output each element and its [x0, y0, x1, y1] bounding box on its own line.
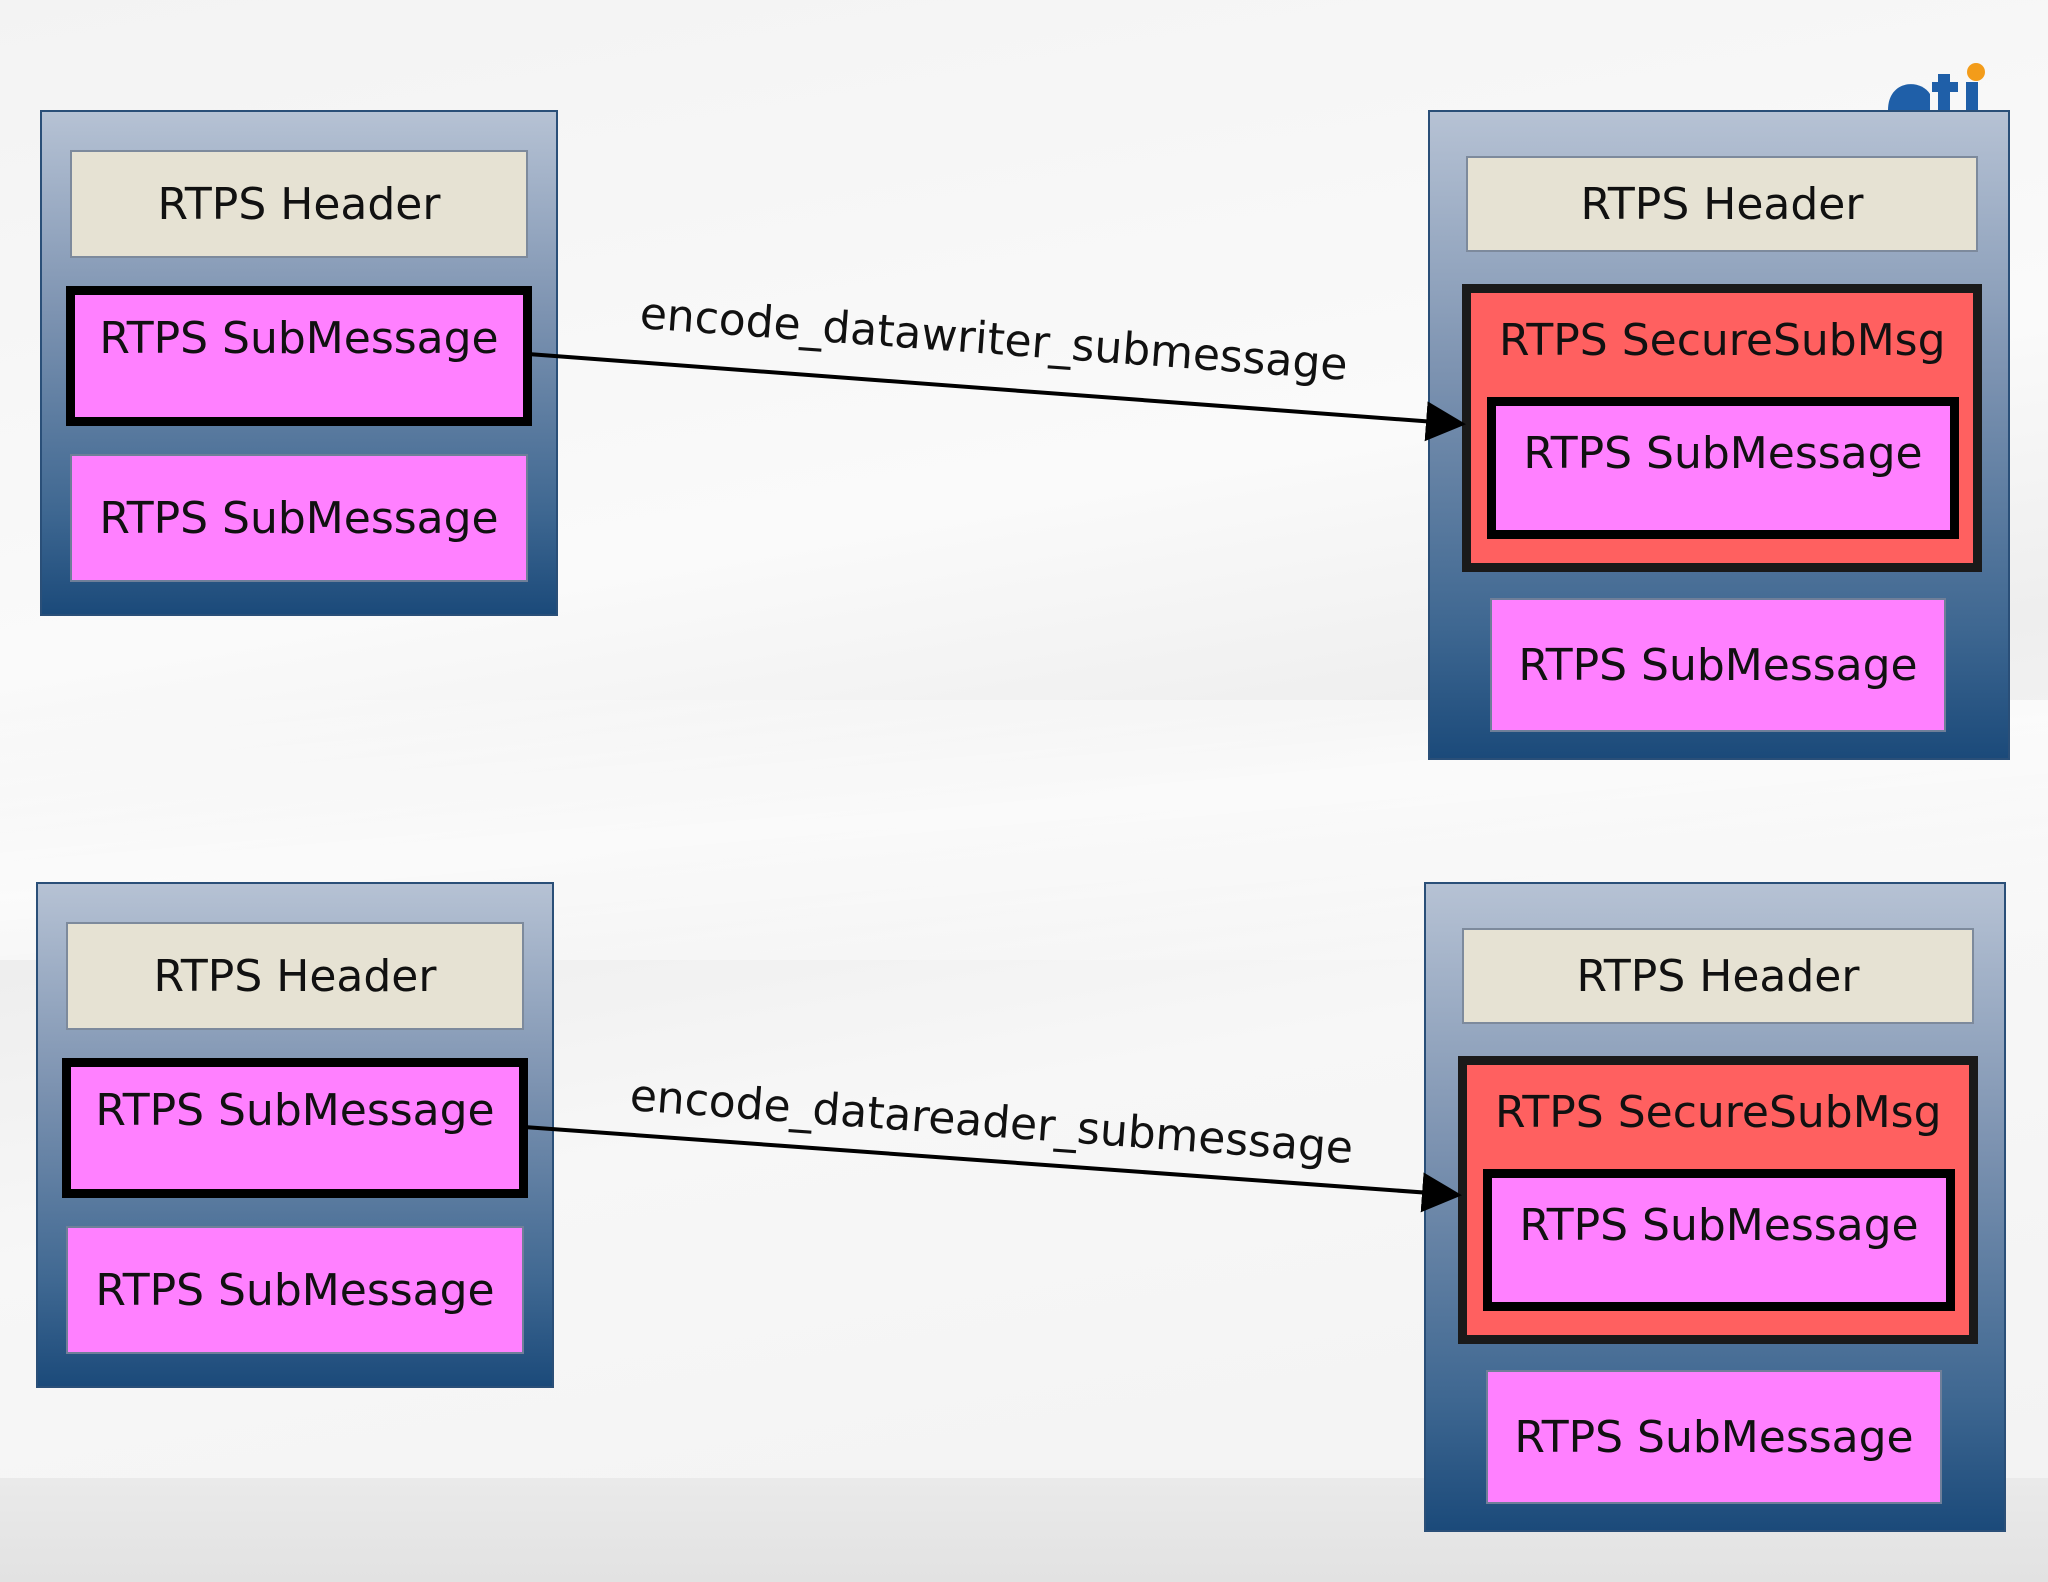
arrow-datawriter — [527, 352, 1466, 442]
rtps-submessage: RTPS SubMessage — [1486, 1370, 1942, 1504]
source-packet-top: RTPS Header RTPS SubMessage RTPS SubMess… — [40, 110, 558, 616]
rti-logo — [1888, 63, 1985, 110]
rtps-secure-submessage: RTPS SecureSubMsg RTPS SubMessage — [1462, 284, 1982, 572]
arrow-datareader — [523, 1125, 1462, 1213]
rtps-header: RTPS Header — [70, 150, 528, 258]
rtps-submessage-selected: RTPS SubMessage — [62, 1058, 528, 1198]
target-packet-bottom: RTPS Header RTPS SecureSubMsg RTPS SubMe… — [1424, 882, 2006, 1532]
rtps-header: RTPS Header — [1466, 156, 1978, 252]
secure-submessage-label: RTPS SecureSubMsg — [1495, 1087, 1942, 1138]
rtps-submessage-encrypted: RTPS SubMessage — [1483, 1169, 1955, 1311]
rtps-submessage: RTPS SubMessage — [70, 454, 528, 582]
target-packet-top: RTPS Header RTPS SecureSubMsg RTPS SubMe… — [1428, 110, 2010, 760]
source-packet-bottom: RTPS Header RTPS SubMessage RTPS SubMess… — [36, 882, 554, 1388]
rtps-submessage-selected: RTPS SubMessage — [66, 286, 532, 426]
rtps-header: RTPS Header — [1462, 928, 1974, 1024]
rtps-submessage: RTPS SubMessage — [66, 1226, 524, 1354]
rtps-submessage: RTPS SubMessage — [1490, 598, 1946, 732]
secure-submessage-label: RTPS SecureSubMsg — [1499, 315, 1946, 366]
rtps-submessage-encrypted: RTPS SubMessage — [1487, 397, 1959, 539]
rtps-header: RTPS Header — [66, 922, 524, 1030]
rtps-secure-submessage: RTPS SecureSubMsg RTPS SubMessage — [1458, 1056, 1978, 1344]
